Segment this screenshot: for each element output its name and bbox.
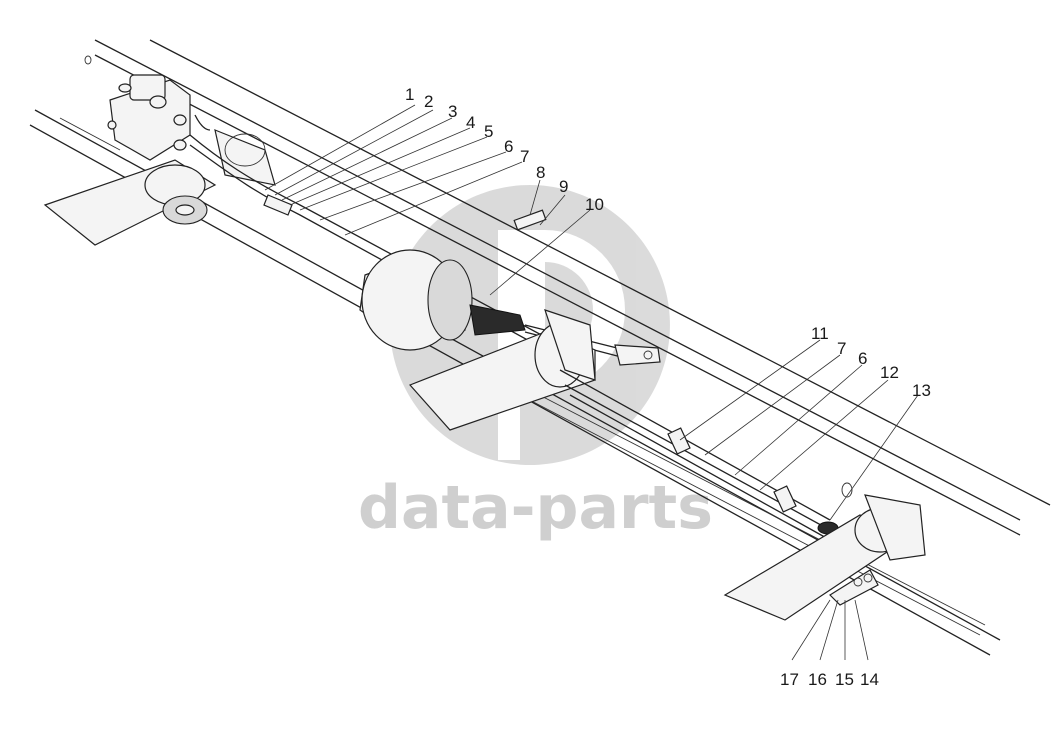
callout-3: 3 xyxy=(448,102,457,121)
callout-16: 16 xyxy=(808,670,827,689)
callout-6b: 6 xyxy=(858,349,867,368)
brake-hoses-lower xyxy=(559,369,839,541)
cross-tube-left xyxy=(43,129,276,246)
brake-hoses-upper xyxy=(189,114,561,356)
callout-1: 1 xyxy=(405,85,414,104)
watermark-text: data-parts xyxy=(358,473,713,543)
callout-12: 12 xyxy=(880,363,899,382)
callout-2: 2 xyxy=(424,92,433,111)
callout-4: 4 xyxy=(466,113,475,132)
callout-10: 10 xyxy=(585,195,604,214)
callout-8: 8 xyxy=(536,163,545,182)
callout-7: 7 xyxy=(520,147,529,166)
callout-5: 5 xyxy=(484,122,493,141)
callout-9: 9 xyxy=(559,177,568,196)
cross-tube-middle xyxy=(408,309,596,431)
callout-numbers: 1 2 3 4 5 6 7 8 9 10 11 7 6 12 13 14 15 … xyxy=(405,85,931,689)
callout-11: 11 xyxy=(811,324,829,343)
callout-6: 6 xyxy=(504,137,513,156)
callout-15: 15 xyxy=(835,670,854,689)
callout-17: 17 xyxy=(780,670,799,689)
cross-tube-right xyxy=(723,494,926,621)
brake-valve xyxy=(107,74,191,161)
callout-14: 14 xyxy=(860,670,879,689)
callout-7b: 7 xyxy=(837,339,846,358)
callout-13: 13 xyxy=(912,381,931,400)
leader-lines xyxy=(264,104,919,661)
brake-chamber xyxy=(359,209,661,366)
